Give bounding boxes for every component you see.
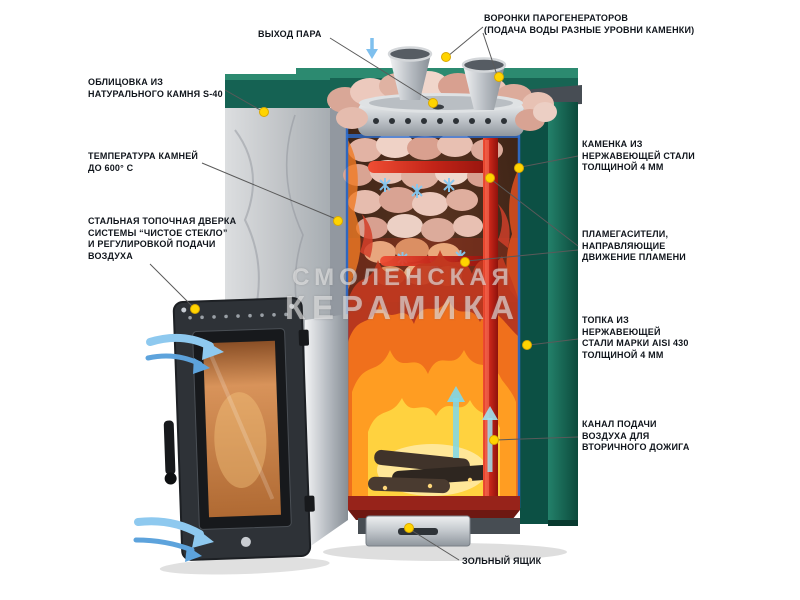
callout-dot bbox=[190, 304, 200, 314]
door-air-knob[interactable] bbox=[240, 536, 251, 547]
callout-dot bbox=[522, 340, 532, 350]
secondary-air-channel bbox=[483, 138, 498, 500]
label-flame-arresters: ПЛАМЕГАСИТЕЛИ, НАПРАВЛЯЮЩИЕ ДВИЖЕНИЕ ПЛА… bbox=[582, 229, 686, 262]
updraft-arrow-icon bbox=[447, 386, 498, 472]
label-steam-funnels: ВОРОНКИ ПАРОГЕНЕРАТОРОВ (ПОДАЧА ВОДЫ РАЗ… bbox=[484, 13, 695, 35]
firebox-door bbox=[159, 297, 330, 575]
label-ash-box: ЗОЛЬНЫЙ ЯЩИК bbox=[462, 556, 542, 566]
door-hinge-top bbox=[298, 329, 310, 346]
callout-dot bbox=[489, 435, 499, 445]
door-glass bbox=[202, 340, 281, 518]
label-stone-cladding: ОБЛИЦОВКА ИЗ НАТУРАЛЬНОГО КАМНЯ S-40 bbox=[88, 77, 223, 99]
firewood-logs bbox=[368, 449, 494, 494]
callout-dot bbox=[485, 173, 495, 183]
label-air-channel: КАНАЛ ПОДАЧИ ВОЗДУХА ДЛЯ ВТОРИЧНОГО ДОЖИ… bbox=[582, 419, 690, 452]
label-steam-outlet: ВЫХОД ПАРА bbox=[258, 29, 322, 39]
label-firebox: ТОПКА ИЗ НЕРЖАВЕЮЩЕЙ СТАЛИ МАРКИ AISI 43… bbox=[582, 315, 689, 360]
callout-dot bbox=[441, 52, 451, 62]
firebox-tunnel bbox=[305, 314, 348, 550]
steel-collar bbox=[358, 93, 524, 136]
leader-lines bbox=[149, 26, 579, 561]
callout-dot bbox=[404, 523, 414, 533]
label-firebox-door: СТАЛЬНАЯ ТОПОЧНАЯ ДВЕРКА СИСТЕМЫ “ЧИСТОЕ… bbox=[88, 216, 237, 261]
top-stones-front bbox=[336, 102, 557, 131]
airflow-arrow-top bbox=[145, 333, 224, 374]
callout-dot bbox=[460, 257, 470, 267]
water-distribution-tube bbox=[368, 161, 498, 173]
door-handle-knob[interactable] bbox=[164, 472, 177, 485]
water-pour-arrow-icon bbox=[366, 38, 378, 59]
label-stone-temperature: ТЕМПЕРАТУРА КАМНЕЙ ДО 600° С bbox=[88, 151, 199, 173]
ash-box bbox=[365, 515, 471, 547]
callout-dot bbox=[494, 72, 504, 82]
callout-dot bbox=[514, 163, 524, 173]
callout-dot bbox=[259, 107, 269, 117]
callout-dot bbox=[333, 216, 343, 226]
callout-dot bbox=[428, 98, 438, 108]
right-wall bbox=[520, 102, 578, 526]
airflow-arrow-bottom bbox=[133, 517, 214, 562]
label-stone-heater: КАМЕНКА ИЗ НЕРЖАВЕЮЩЕЙ СТАЛИ ТОЛЩИНОЙ 4 … bbox=[582, 139, 695, 172]
door-vent-holes bbox=[188, 312, 288, 320]
steam-funnel-left bbox=[387, 46, 433, 100]
door-hinge-bottom bbox=[304, 495, 315, 512]
door-handle[interactable] bbox=[163, 420, 176, 475]
callout-dots bbox=[190, 52, 532, 533]
